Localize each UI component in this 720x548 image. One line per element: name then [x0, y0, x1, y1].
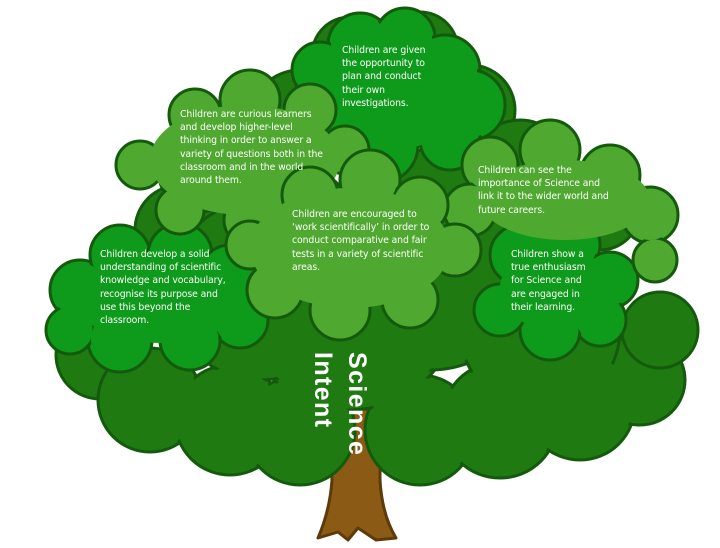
statement-line: recognise its purpose and	[100, 288, 218, 300]
statement-line: understanding of scientific	[100, 262, 222, 274]
statement-line: Children are curious learners	[180, 109, 312, 120]
trunk-title: Science Intent	[309, 352, 371, 457]
statement-upper-left: Children are curious learners and develo…	[180, 108, 323, 187]
statement-right: Children can see the importance of Scien…	[478, 164, 609, 217]
statement-line: investigations.	[342, 97, 409, 109]
statement-line: classroom.	[100, 315, 150, 327]
statement-lower-right: Children show a true enthusiasm for Scie…	[511, 248, 586, 314]
statement-line: link it to the wider world and	[478, 191, 609, 203]
statement-line: classroom and in the world	[180, 161, 304, 173]
statement-left: Children develop a solid understanding o…	[100, 248, 226, 327]
statement-line: Children can see the	[478, 165, 572, 176]
cloud-lower-right	[472, 213, 640, 362]
statement-line: variety of questions both in the	[180, 148, 323, 160]
statement-line: the opportunity to	[342, 58, 425, 70]
statement-line: true enthusiasm	[511, 262, 586, 274]
statement-line: Children show a	[511, 249, 584, 260]
statement-line: tests in a variety of scientific	[292, 248, 424, 260]
statement-line: around them.	[180, 175, 242, 187]
statement-line: knowledge and vocabulary,	[100, 275, 226, 287]
cloud-left	[44, 221, 270, 374]
statement-line: Children are given	[342, 45, 426, 56]
cloud-center	[224, 148, 483, 342]
statement-line: Children are encouraged to	[292, 209, 417, 220]
statement-line: their own	[342, 84, 385, 96]
cloud-upper-left	[114, 68, 371, 248]
statement-line: plan and conduct	[342, 71, 422, 83]
statement-line: use this beyond the	[100, 301, 191, 313]
statement-center: Children are encouraged to ‘work scienti…	[292, 208, 429, 274]
statement-line: future careers.	[478, 204, 545, 216]
statement-line: and develop higher-level	[180, 122, 293, 134]
statement-line: for Science and	[511, 275, 582, 287]
statement-line: areas.	[292, 261, 320, 273]
statement-line: conduct comparative and fair	[292, 235, 427, 247]
cloud-right	[442, 118, 680, 284]
statement-line: their learning.	[511, 301, 576, 313]
statement-line: importance of Science and	[478, 178, 600, 190]
statement-line: ‘work scientifically’ in order to	[292, 222, 430, 234]
statement-line: thinking in order to answer a	[180, 135, 312, 147]
statement-top: Children are given the opportunity to pl…	[342, 44, 426, 110]
statement-line: are engaged in	[511, 288, 580, 300]
statement-line: Children develop a solid	[100, 249, 210, 260]
